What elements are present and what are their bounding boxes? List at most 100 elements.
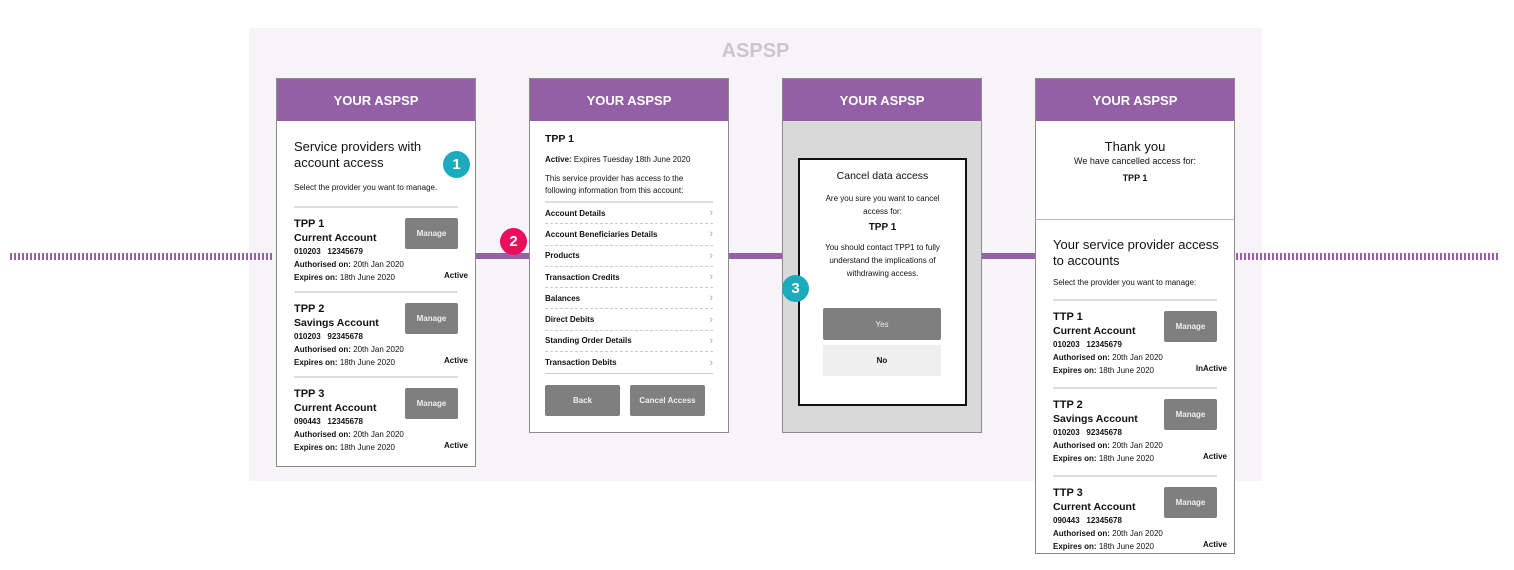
screen-provider-list: YOUR ASPSP Service providers with accoun… (276, 78, 476, 467)
no-button[interactable]: No (823, 345, 941, 376)
status-badge: Active (443, 441, 468, 450)
tpp-title: TPP 1 (545, 133, 574, 145)
cancelled-text: We have cancelled access for: (1074, 156, 1196, 166)
screen-confirmation: YOUR ASPSP Thank you We have cancelled a… (1035, 78, 1235, 554)
dashed-line-left (10, 253, 274, 260)
thank-you: Thank you (1104, 139, 1166, 154)
provider-item: TPP 3 Current Account 090443 12345678 Au… (294, 378, 468, 463)
access-row-label: Products (545, 251, 580, 261)
provider-item: TTP 1 Current Account 010203 12345679 Au… (1053, 301, 1227, 389)
provider-item: TPP 2 Savings Account 010203 92345678 Au… (294, 293, 468, 378)
account-type: Savings Account (294, 317, 379, 329)
access-row[interactable]: Balances › (545, 288, 713, 310)
status-badge: Active (443, 356, 468, 365)
connector (728, 253, 783, 259)
modal-note: You should contact TPP1 to fully underst… (825, 243, 940, 278)
expires-label: Expires on: (1053, 542, 1097, 551)
account-numbers: 090443 12345678 (1053, 516, 1122, 525)
authorised-date: 20th Jan 2020 (353, 260, 404, 269)
account-numbers: 010203 92345678 (1053, 428, 1122, 437)
access-row-label: Account Details (545, 208, 606, 218)
account-type: Current Account (1053, 501, 1136, 513)
chevron-right-icon: › (709, 207, 713, 220)
access-row[interactable]: Products› (545, 246, 713, 267)
cancel-access-button[interactable]: Cancel Access (630, 385, 705, 417)
connector (981, 253, 1036, 259)
account-numbers: 010203 12345679 (294, 247, 363, 256)
active-label: Active: (545, 155, 572, 164)
authorised-date: 20th Jan 2020 (1112, 529, 1163, 538)
subtitle: Select the provider you want to manage. (294, 183, 438, 192)
chevron-right-icon: › (709, 271, 713, 284)
access-row-label: Direct Debits (545, 315, 595, 325)
manage-button[interactable]: Manage (1164, 487, 1217, 518)
authorised-label: Authorised on: (1053, 529, 1110, 538)
chevron-right-icon: › (709, 334, 713, 347)
manage-button[interactable]: Manage (1164, 399, 1217, 430)
provider-name: TPP 1 (294, 218, 325, 230)
access-row-label: Transaction Debits (545, 358, 617, 368)
provider-item: TTP 2 Savings Account 010203 92345678 Au… (1053, 389, 1227, 477)
access-row[interactable]: Account Details › (545, 203, 713, 225)
authorised-label: Authorised on: (294, 260, 351, 269)
page-title: Your service provider access to accounts (1053, 237, 1219, 268)
access-row-label: Account Beneficiaries Details (545, 229, 658, 239)
provider-item: TPP 1 Current Account 010203 12345679 Au… (294, 208, 468, 293)
provider-name: TTP 2 (1053, 399, 1083, 411)
authorised-date: 20th Jan 2020 (353, 345, 404, 354)
connector (475, 253, 530, 259)
chevron-right-icon: › (709, 228, 713, 241)
yes-button[interactable]: Yes (823, 308, 941, 340)
account-type: Current Account (294, 232, 377, 244)
cancelled-tpp: TPP 1 (1122, 173, 1148, 183)
expires-label: Expires on: (294, 273, 338, 282)
chevron-right-icon: › (709, 292, 713, 305)
account-type: Savings Account (1053, 413, 1138, 425)
account-numbers: 010203 92345678 (294, 332, 363, 341)
manage-button[interactable]: Manage (405, 218, 458, 249)
modal-title: Cancel data access (836, 170, 929, 182)
status-badge: Active (1202, 540, 1227, 549)
expires-label: Expires on: (294, 358, 338, 367)
manage-button[interactable]: Manage (405, 303, 458, 334)
header: YOUR ASPSP (530, 79, 728, 121)
provider-item: TTP 3 Current Account 090443 12345678 Au… (1053, 477, 1227, 565)
expires-date: 18th June 2020 (339, 358, 395, 367)
access-row[interactable]: Standing Order Details› (545, 331, 713, 353)
account-type: Current Account (1053, 325, 1136, 337)
step-badge-1: 1 (443, 151, 470, 178)
active-expiry: Expires Tuesday 18th June 2020 (573, 155, 691, 164)
access-row-label: Balances (545, 293, 581, 303)
access-row[interactable]: Direct Debits › (545, 309, 713, 331)
access-row[interactable]: Transaction Debits › (545, 352, 713, 373)
authorised-date: 20th Jan 2020 (1112, 441, 1163, 450)
expires-date: 18th June 2020 (339, 273, 395, 282)
account-numbers: 010203 12345679 (1053, 340, 1122, 349)
authorised-label: Authorised on: (1053, 441, 1110, 450)
chevron-right-icon: › (709, 313, 713, 326)
authorised-date: 20th Jan 2020 (353, 430, 404, 439)
authorised-date: 20th Jan 2020 (1112, 353, 1163, 362)
header: YOUR ASPSP (1036, 79, 1234, 121)
expires-label: Expires on: (294, 443, 338, 452)
aspsp-title: ASPSP (721, 40, 790, 62)
modal-tpp: TPP 1 (868, 222, 897, 233)
authorised-label: Authorised on: (1053, 353, 1110, 362)
manage-button[interactable]: Manage (405, 388, 458, 419)
chevron-right-icon: › (709, 356, 713, 369)
step-badge-3: 3 (782, 275, 809, 302)
screen-provider-detail: YOUR ASPSP TPP 1 Active: Expires Tuesday… (529, 78, 729, 433)
account-type: Current Account (294, 402, 377, 414)
provider-name: TPP 3 (294, 388, 325, 400)
manage-button[interactable]: Manage (1164, 311, 1217, 342)
access-row[interactable]: Account Beneficiaries Details › (545, 224, 713, 246)
access-row-label: Transaction Credits (545, 272, 620, 282)
expires-date: 18th June 2020 (1098, 542, 1154, 551)
access-description: This service provider has access to the … (545, 174, 684, 195)
access-row[interactable]: Transaction Credits › (545, 267, 713, 289)
subtitle: Select the provider you want to manage: (1053, 278, 1197, 287)
step-badge-2: 2 (500, 228, 527, 255)
back-button[interactable]: Back (545, 385, 620, 417)
authorised-label: Authorised on: (294, 345, 351, 354)
header: YOUR ASPSP (783, 79, 981, 121)
